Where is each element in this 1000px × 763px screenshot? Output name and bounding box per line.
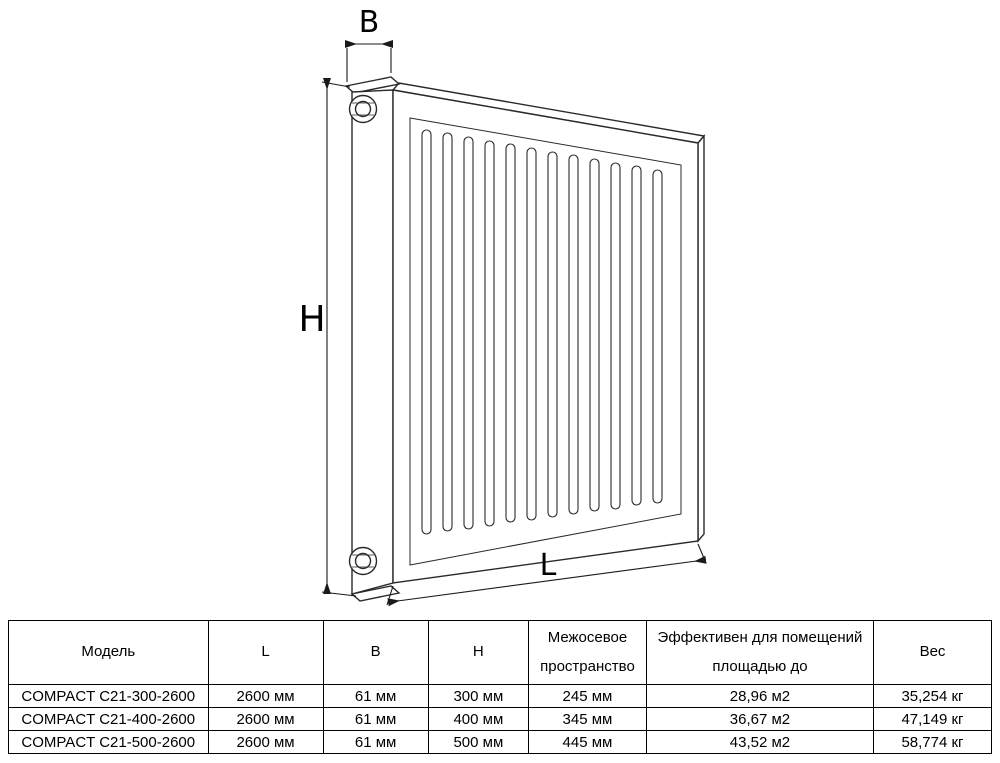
cell-axis-spacing: 345 мм	[527, 707, 647, 731]
cell-height: 300 мм	[427, 684, 529, 708]
dimension-label-l: L	[540, 548, 557, 583]
col-header-axis-spacing: Межосевое пространство	[527, 620, 647, 685]
cell-effective-area: 28,96 м2	[645, 684, 875, 708]
cell-effective-area: 36,67 м2	[645, 707, 875, 731]
cell-depth: 61 мм	[322, 730, 429, 754]
cell-axis-spacing: 445 мм	[527, 730, 647, 754]
convector-slot	[652, 169, 663, 504]
col-header-model: Модель	[8, 620, 209, 685]
col-header-height: H	[427, 620, 529, 685]
cell-length: 2600 мм	[207, 684, 324, 708]
table-header-row: Модель L B H Межосевое пространство Эффе…	[8, 620, 992, 685]
radiator-top-lid	[344, 76, 401, 94]
cell-weight: 58,774 кг	[873, 730, 992, 754]
cell-depth: 61 мм	[322, 684, 429, 708]
cell-height: 500 мм	[427, 730, 529, 754]
convector-slot	[547, 151, 558, 518]
radiator-side-panel	[351, 89, 394, 595]
cell-weight: 35,254 кг	[873, 684, 992, 708]
convector-slot	[568, 154, 579, 515]
cell-length: 2600 мм	[207, 707, 324, 731]
radiator-right-cap	[697, 134, 705, 543]
convector-slot	[463, 136, 474, 530]
radiator-front-panel	[392, 89, 699, 584]
dimension-b	[345, 40, 393, 82]
valve-fitting-top-icon	[348, 94, 378, 124]
convector-slot	[589, 158, 600, 512]
cell-model: COMPACT C21-500-2600	[8, 730, 209, 754]
convector-slot	[631, 165, 642, 506]
col-header-effective-area: Эффективен для помещений площадью до	[645, 620, 875, 685]
spec-table-section: Модель L B H Межосевое пространство Эффе…	[0, 620, 1000, 754]
convector-slot	[442, 132, 453, 532]
front-panel-inner-frame	[409, 117, 682, 566]
dimension-label-b: B	[359, 5, 380, 40]
convector-slot	[505, 143, 516, 523]
table-row: COMPACT C21-500-2600 2600 мм 61 мм 500 м…	[8, 730, 992, 754]
convector-slots	[421, 129, 663, 535]
convector-slot	[421, 129, 432, 535]
cell-axis-spacing: 245 мм	[527, 684, 647, 708]
convector-slot	[610, 162, 621, 510]
cell-effective-area: 43,52 м2	[645, 730, 875, 754]
cell-height: 400 мм	[427, 707, 529, 731]
radiator-diagram: B H L	[298, 5, 707, 607]
convector-slot	[526, 147, 537, 521]
dimension-label-h: H	[298, 299, 325, 340]
table-row: COMPACT C21-400-2600 2600 мм 61 мм 400 м…	[8, 707, 992, 731]
cell-model: COMPACT C21-300-2600	[8, 684, 209, 708]
radiator-drawing-svg: B H L	[298, 5, 707, 607]
radiator-body	[344, 76, 706, 602]
cell-length: 2600 мм	[207, 730, 324, 754]
col-header-weight: Вес	[873, 620, 992, 685]
valve-fitting-bottom-icon	[348, 546, 378, 576]
cell-depth: 61 мм	[322, 707, 429, 731]
table-row: COMPACT C21-300-2600 2600 мм 61 мм 300 м…	[8, 684, 992, 708]
dimension-h	[321, 78, 357, 597]
col-header-length: L	[207, 620, 324, 685]
cell-model: COMPACT C21-400-2600	[8, 707, 209, 731]
dimension-l	[386, 543, 707, 607]
cell-weight: 47,149 кг	[873, 707, 992, 731]
col-header-depth: B	[322, 620, 429, 685]
convector-slot	[484, 140, 495, 527]
spec-table: Модель L B H Межосевое пространство Эффе…	[8, 620, 992, 754]
